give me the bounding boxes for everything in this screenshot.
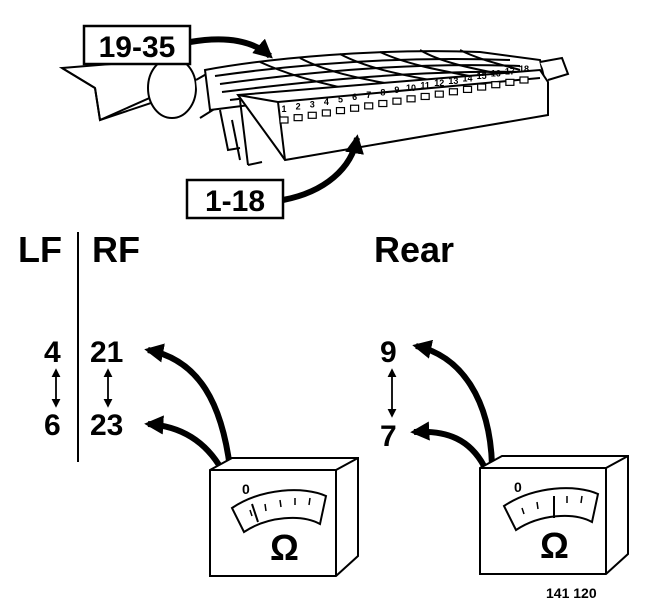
pin-rear-bottom: 7	[380, 420, 397, 453]
pin-range-top-arrow	[189, 36, 273, 59]
connector-pin-socket	[378, 99, 388, 108]
pin-range-bottom-arrow	[282, 134, 364, 203]
probe-arrow-rear-bottom	[410, 421, 487, 468]
connector-pin-socket	[293, 114, 303, 122]
connector-pin-socket	[406, 95, 416, 103]
connector-pin-socket	[307, 111, 317, 119]
meter-right-zero: 0	[514, 479, 522, 495]
connector-pin-socket	[335, 106, 346, 115]
pin-range-bottom-box	[185, 178, 285, 220]
connector-pin-number: 12	[434, 78, 444, 88]
meter-left-ohm-symbol: Ω	[270, 527, 299, 568]
pin-lf-top: 4	[44, 336, 61, 369]
connector-pin-number: 16	[491, 69, 501, 79]
pin-rear-top: 9	[380, 336, 397, 369]
connector-pin-socket	[321, 109, 331, 117]
connector-pin-socket	[477, 83, 487, 91]
connector-pin-number: 3	[310, 99, 315, 109]
pin-range-top-label: 19-35	[99, 31, 176, 64]
connector-pin-socket	[491, 81, 501, 89]
heading-rear: Rear	[374, 229, 454, 270]
meter-left-zero: 0	[242, 481, 250, 497]
connector-pin-number: 5	[338, 95, 343, 105]
pin-rf-bottom: 23	[90, 409, 123, 442]
meter-left-scale	[230, 489, 328, 534]
figure-code: 141 120	[546, 585, 597, 601]
connector-pin-number: 1	[281, 104, 286, 114]
probe-arrow-rf-bottom	[144, 415, 225, 472]
connector-pin-socket	[448, 88, 459, 96]
connector-pin-socket	[392, 97, 402, 105]
connector-pin-socket	[364, 102, 374, 110]
meter-right-ohm-symbol: Ω	[540, 525, 569, 566]
connector-pin-number: 11	[420, 80, 430, 90]
heading-left-front: LF	[18, 229, 62, 270]
connector-illustration	[58, 49, 570, 166]
connector-pin-number: 13	[448, 76, 458, 86]
probe-arrow-rear-top	[412, 339, 495, 466]
connector-pin-number: 7	[366, 90, 371, 100]
connector-pin-socket	[420, 92, 430, 101]
connector-pin-socket	[462, 85, 473, 94]
connector-pin-socket	[279, 116, 289, 124]
heading-right-front: RF	[92, 229, 140, 270]
connector-pin-number: 10	[406, 83, 416, 93]
ohmmeter-right: 0 Ω	[479, 455, 629, 575]
connector-pin-socket	[434, 90, 444, 98]
connector-pin-number: 2	[296, 102, 301, 112]
connector-pin-number: 18	[519, 64, 529, 74]
connector-pin-number: 15	[477, 71, 487, 81]
meter-left-needle	[251, 503, 259, 523]
connector-pin-number: 4	[324, 97, 329, 107]
connector-pin-number: 9	[394, 85, 399, 95]
ohmmeter-left: 0 Ω	[209, 457, 359, 577]
meter-right-scale	[502, 487, 600, 532]
pin-range-top-box	[82, 24, 192, 66]
connector-pin-sockets	[279, 76, 529, 124]
connector-pin-number: 14	[463, 73, 473, 83]
connector-pin-socket	[519, 76, 529, 84]
connector-pin-number: 17	[505, 66, 515, 76]
connector-pin-number: 8	[380, 88, 385, 98]
connector-pin-socket	[349, 104, 360, 112]
connector-pin-socket	[505, 78, 515, 86]
pin-lf-bottom: 6	[44, 409, 61, 442]
connector-pin-number: 6	[352, 92, 357, 102]
probe-arrow-rf-top	[144, 343, 233, 469]
pin-range-bottom-label: 1-18	[205, 185, 265, 218]
pin-range-bottom-callout: 1-18	[185, 134, 364, 220]
pin-range-top-callout: 19-35	[82, 24, 273, 66]
pin-rf-top: 21	[90, 336, 123, 369]
